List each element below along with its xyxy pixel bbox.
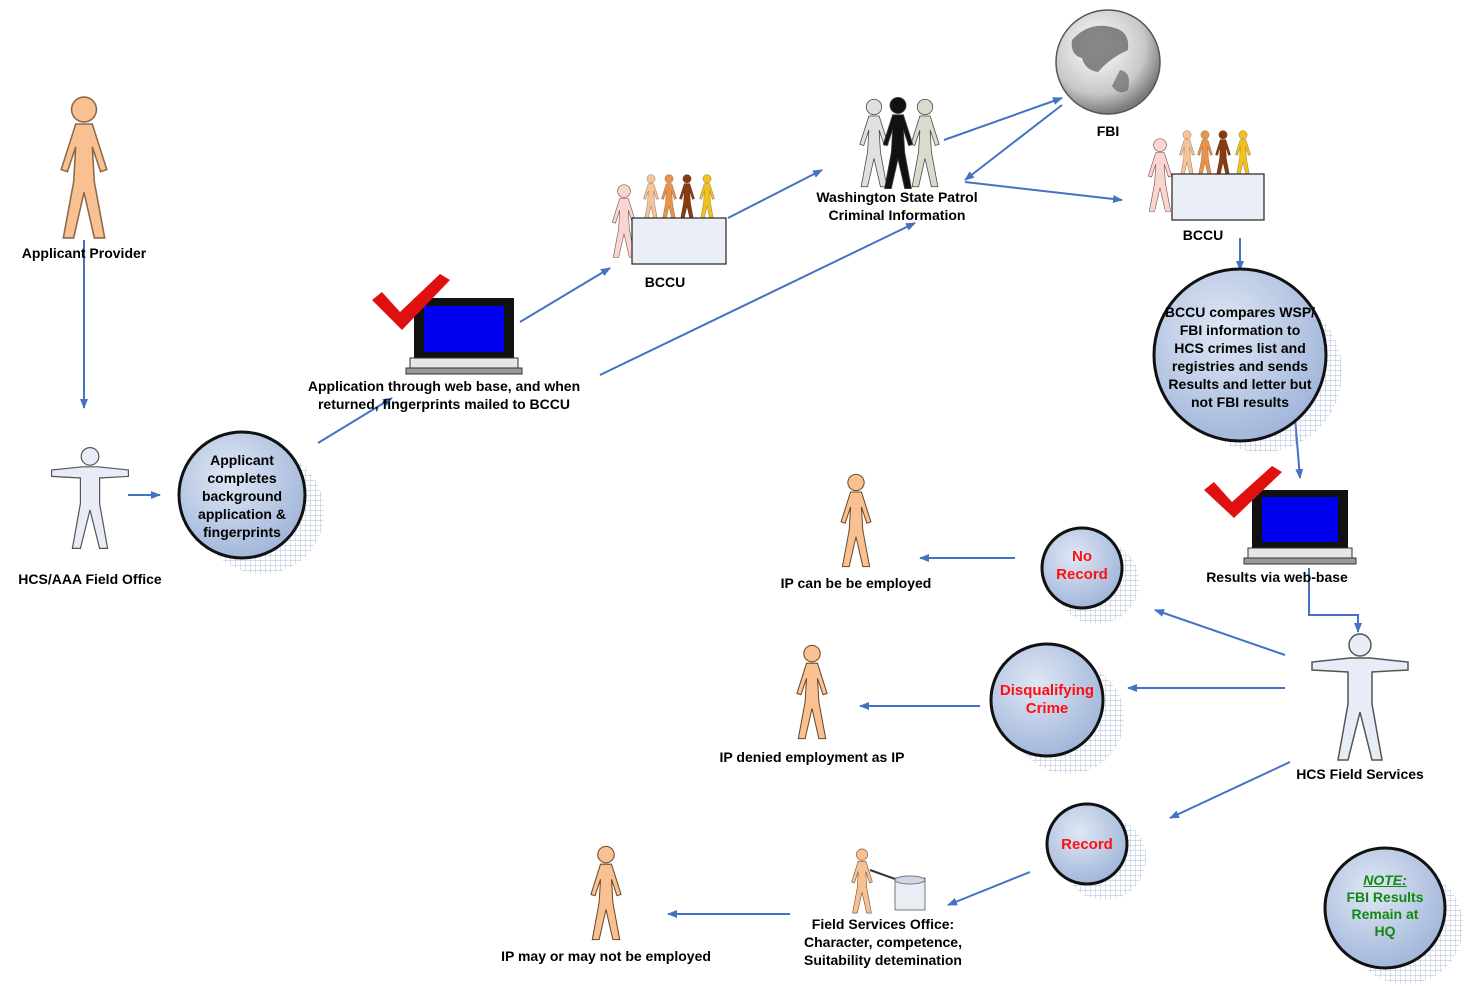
field-services-office-label: Field Services Office: Character, compet… — [804, 916, 962, 968]
hcs-field-services-figure — [1311, 633, 1409, 761]
note-circle — [1323, 846, 1463, 984]
arrows — [80, 97, 1362, 918]
record-circle — [1045, 802, 1146, 900]
check-left-icon — [372, 274, 450, 330]
bccu-right-icon — [1147, 130, 1265, 221]
note-text: NOTE: FBI Results Remain at HQ — [1346, 872, 1424, 939]
fbi-label: FBI — [1096, 123, 1120, 139]
ip-employed-figure — [840, 473, 872, 568]
applicant-provider-figure — [60, 96, 108, 239]
results-web-label: Results via web-base — [1206, 569, 1348, 585]
ip-may-figure — [590, 845, 622, 941]
ip-denied-figure — [796, 644, 828, 740]
arrow-record-to-office — [947, 871, 1031, 906]
applicant-provider-label: Applicant Provider — [21, 245, 147, 261]
wsp-group-icon — [859, 96, 940, 190]
laptop-right-icon — [1243, 490, 1357, 565]
hcs-field-services-label: HCS Field Services — [1296, 766, 1424, 782]
application-web-label: Application through web base, and when r… — [307, 378, 581, 412]
check-right-icon — [1204, 466, 1282, 518]
disqualifying-circle — [989, 642, 1124, 774]
hcs-field-office-figure — [50, 446, 130, 550]
arrow-laptop-to-bccu — [519, 267, 611, 323]
arrow-to-no-record — [1154, 609, 1286, 656]
applicant-completes-circle — [177, 430, 324, 574]
ip-denied-label: IP denied employment as IP — [719, 749, 905, 765]
field-worker-icon — [851, 848, 926, 914]
ip-may-label: IP may or may not be employed — [501, 948, 711, 964]
arrow-fbi-to-wsp — [964, 104, 1063, 181]
bccu-right-label: BCCU — [1182, 227, 1224, 243]
fbi-globe-icon — [1055, 9, 1161, 115]
no-record-circle — [1040, 526, 1139, 624]
arrow-bccu-to-wsp — [727, 169, 823, 219]
arrow-to-record — [1169, 761, 1291, 819]
arrow-wsp-to-fbi — [943, 97, 1063, 141]
no-record-text: No Record — [1056, 548, 1108, 583]
applicant-completes-text: Applicant completes background applicati… — [198, 452, 286, 540]
bccu-left-icon — [611, 174, 727, 265]
bccu-compares-circle — [1152, 267, 1342, 452]
hcs-field-office-label: HCS/AAA Field Office — [18, 571, 162, 587]
disqualifying-text: Disqualifying Crime — [999, 682, 1095, 717]
arrow-completes-to-application — [317, 397, 393, 444]
arrow-results-to-field-services — [1308, 568, 1362, 633]
arrow-wsp-to-bccu-right — [964, 181, 1123, 203]
record-text: Record — [1061, 836, 1113, 853]
note-title: NOTE: — [1363, 872, 1407, 888]
laptop-left-icon — [405, 298, 523, 375]
ip-employed-label: IP can be be employed — [780, 575, 932, 591]
bccu-left-label: BCCU — [644, 274, 686, 290]
arrow-application-to-wsp — [599, 222, 916, 376]
wsp-label: Washington State Patrol Criminal Informa… — [816, 189, 978, 223]
bccu-compares-text: BCCU compares WSP/ FBI information to HC… — [1164, 304, 1316, 410]
